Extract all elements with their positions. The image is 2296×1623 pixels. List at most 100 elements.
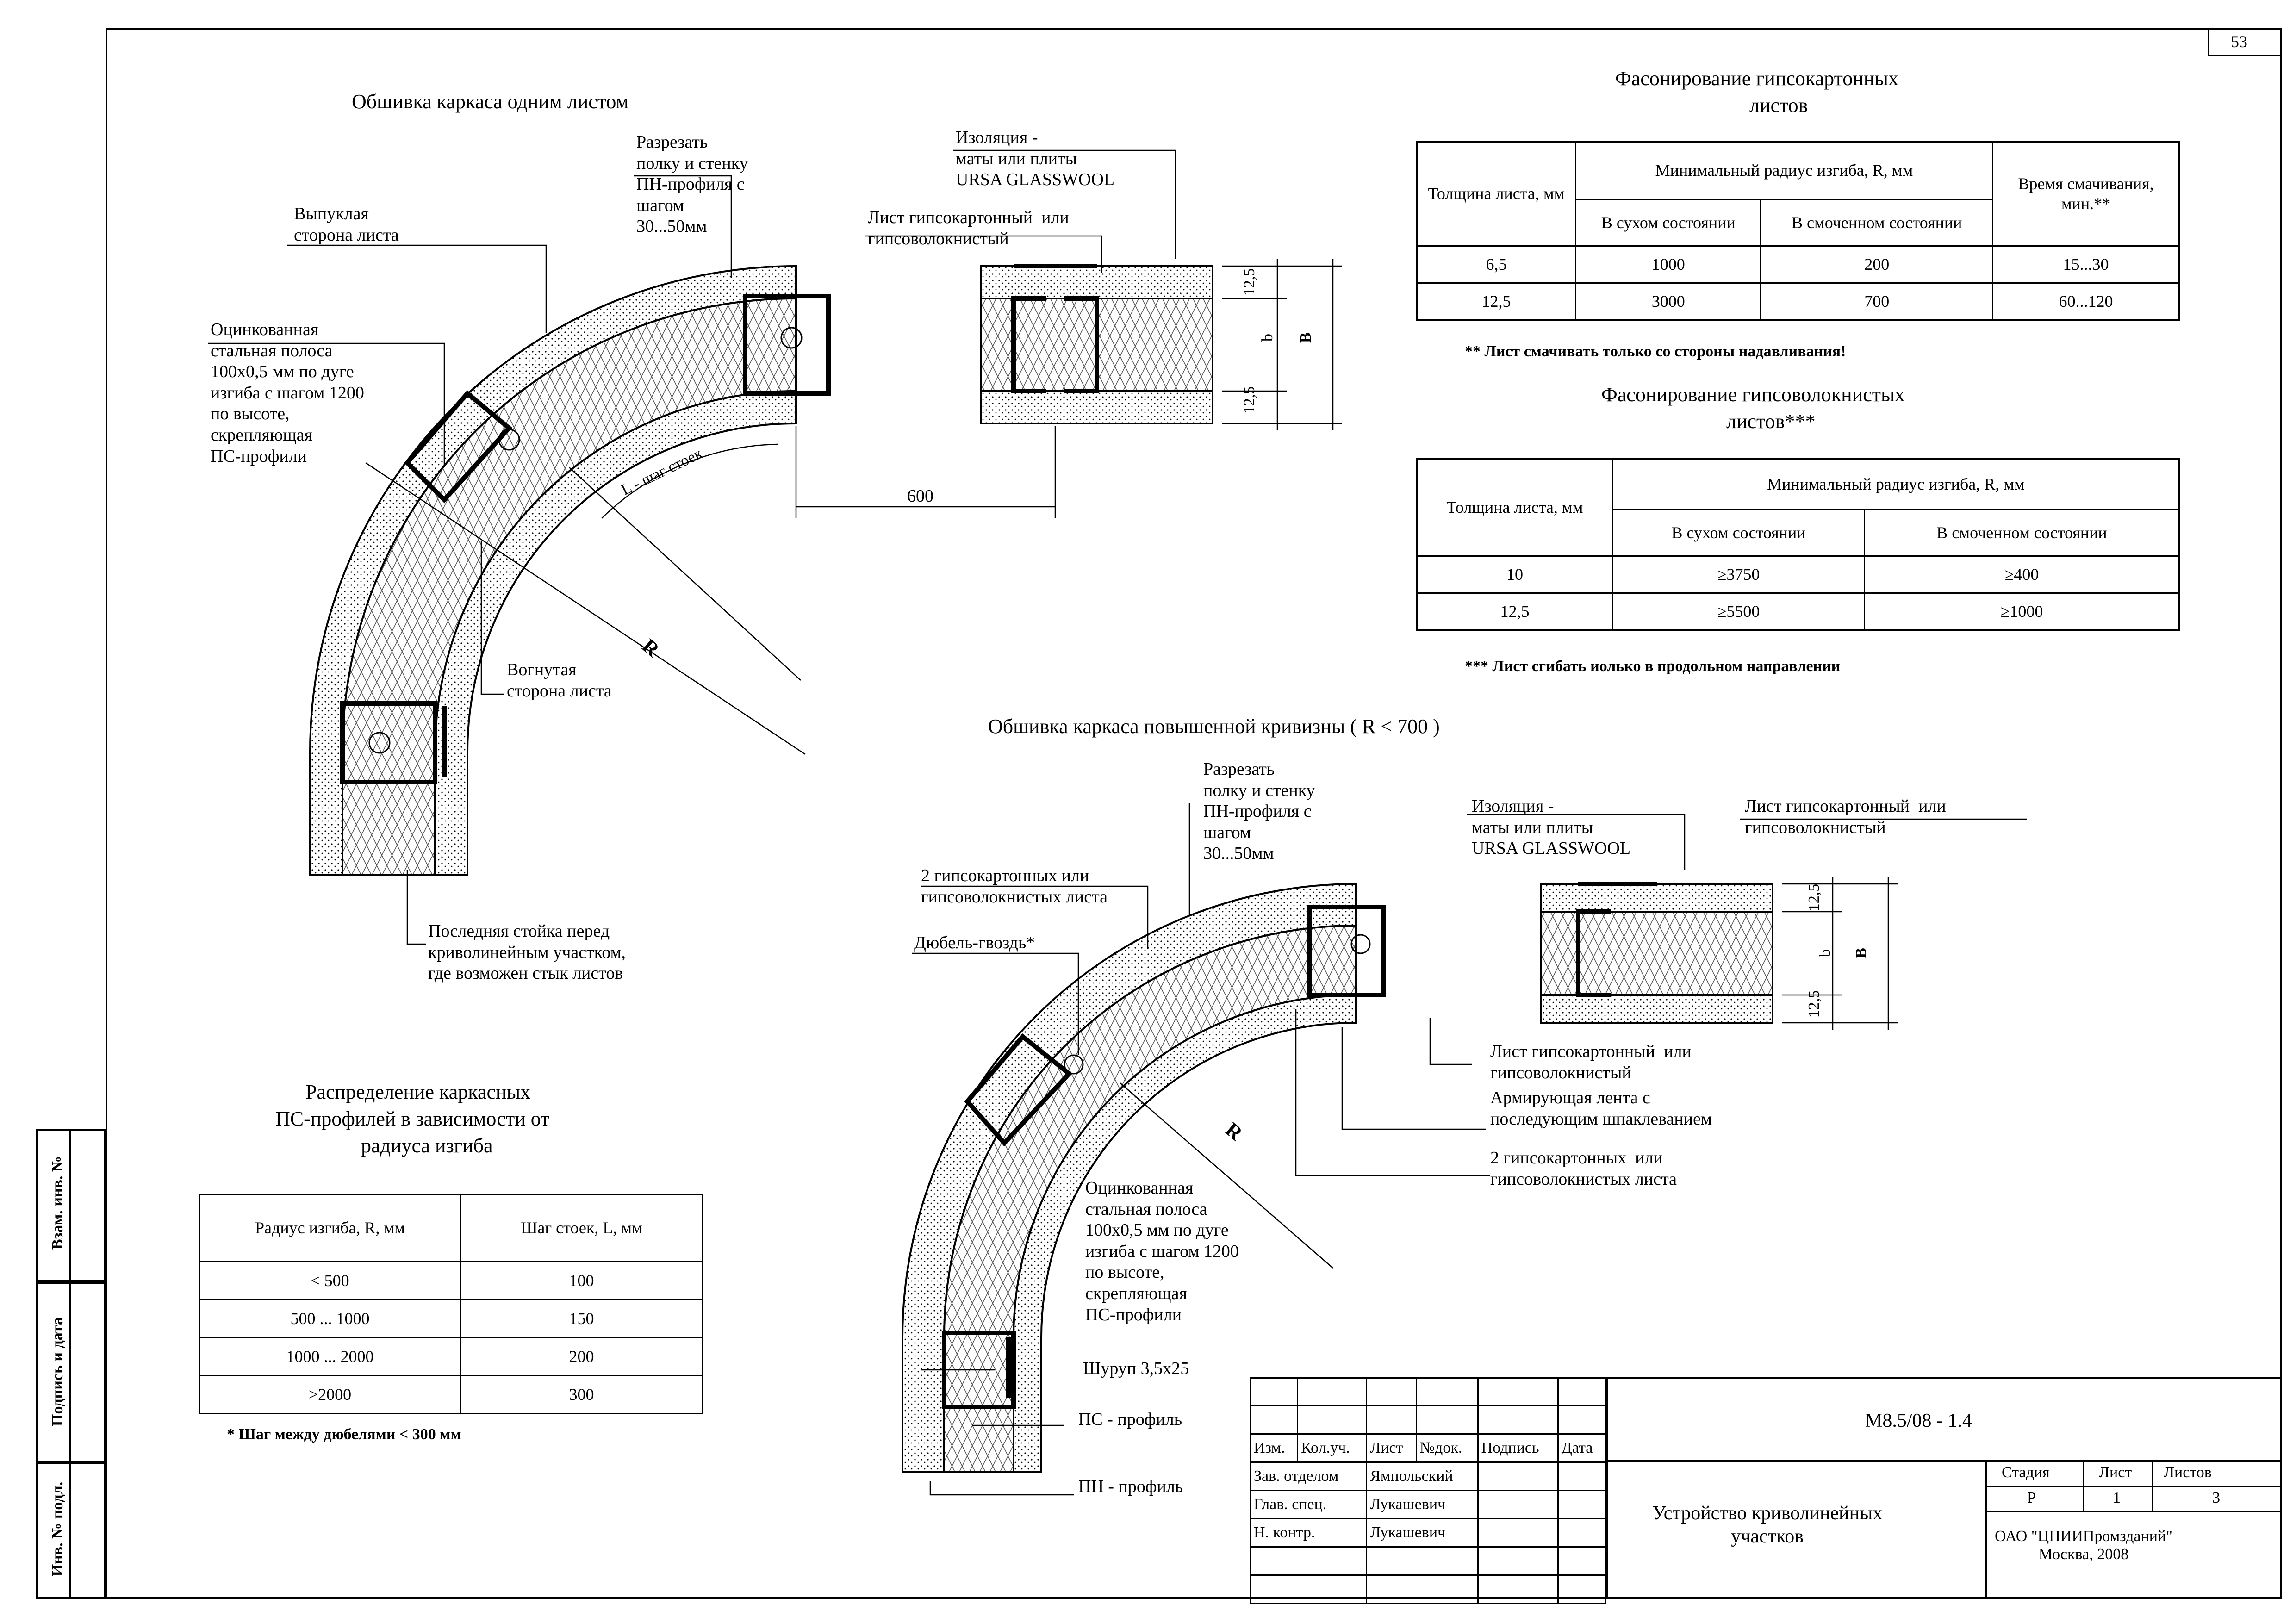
label-two-sheets: 2 гипсокартонных или гипсоволокнистых ли…: [921, 866, 1108, 907]
drawing-frame: [106, 28, 2282, 1599]
dim-B-bottom: B: [1852, 948, 1870, 958]
heading-gkl-line1: Фасонирование гипсокартонных: [1615, 67, 1898, 90]
tb-h-sheet: Лист: [2099, 1464, 2132, 1481]
tb-stage: Р: [2027, 1489, 2036, 1506]
gvl-h-min-radius: Минимальный радиус изгиба, R, мм: [1612, 458, 2180, 510]
tb-h-stage: Стадия: [2002, 1464, 2050, 1481]
cell: 200: [1760, 245, 1993, 284]
dist-note: * Шаг между дюбелями < 300 мм: [227, 1426, 461, 1443]
cell: 1000 ... 2000: [199, 1337, 461, 1376]
title-block-vline-stage2: [2152, 1460, 2153, 1511]
cell: 1000: [1574, 245, 1762, 284]
tb-r1-role: Зав. отделом: [1249, 1461, 1368, 1491]
heading-single-sheet: Обшивка каркаса одним листом: [352, 90, 629, 113]
label-sheet-mid: Лист гипсокартонный или гипсоволокнистый: [1490, 1042, 1692, 1082]
cell: 500 ... 1000: [199, 1299, 461, 1338]
gkl-h-dry: В сухом состоянии: [1574, 199, 1762, 247]
table-row: 12,5 3000 700 60...120: [1416, 282, 2180, 321]
tb-h-kol: Кол.уч.: [1297, 1433, 1368, 1463]
sheet-number: 53: [2231, 32, 2247, 51]
gkl-bending-table: Толщина листа, мм Минимальный радиус изг…: [1416, 141, 2180, 321]
top-curved-wall: [309, 265, 831, 876]
label-last-stud: Последняя стойка перед криволинейным уча…: [428, 921, 626, 983]
title-block-vline-right: [1985, 1460, 1987, 1599]
label-screw: Шуруп 3,5х25: [1083, 1359, 1189, 1378]
cell: 6,5: [1416, 245, 1576, 284]
tb-h-list: Лист: [1366, 1433, 1417, 1463]
label-ps-profile: ПС - профиль: [1078, 1410, 1182, 1429]
dim-12-5-a-top: 12,5: [1241, 268, 1258, 296]
heading-high-curvature: Обшивка каркаса повышенной кривизны ( R …: [988, 715, 1440, 738]
gvl-note: *** Лист сгибать иолько в продольном нап…: [1465, 658, 1841, 675]
label-insulation-bottom: Изоляция - маты или плиты URSA GLASSWOOL: [1472, 796, 1631, 858]
label-two-sheets-b: 2 гипсокартонных или гипсоволокнистых ли…: [1490, 1148, 1677, 1189]
heading-dist-line2: ПС-профилей в зависимости от: [275, 1107, 550, 1130]
heading-dist-line3: радиуса изгиба: [361, 1134, 493, 1157]
tb-r1-name: Ямпольский: [1366, 1461, 1479, 1491]
cell: 700: [1760, 282, 1993, 321]
label-pn-profile: ПН - профиль: [1078, 1477, 1183, 1496]
tb-sheets: 3: [2212, 1489, 2220, 1506]
gvl-h-dry: В сухом состоянии: [1612, 509, 1865, 557]
sheet-number-box: [2208, 28, 2282, 56]
cell: >2000: [199, 1375, 461, 1414]
title-block-hline-stage: [1985, 1486, 2282, 1487]
stud-distribution-table: Радиус изгиба, R, мм Шаг стоек, L, мм < …: [199, 1194, 703, 1414]
heading-gvl-line1: Фасонирование гипсоволокнистых: [1601, 383, 1905, 406]
cell: 150: [460, 1299, 703, 1338]
table-row: 12,5 ≥5500 ≥1000: [1416, 592, 2180, 631]
dim-12-5-b-top: 12,5: [1241, 386, 1258, 414]
label-insulation-top: Изоляция - маты или плиты URSA GLASSWOOL: [956, 128, 1115, 190]
gkl-note: ** Лист смачивать только со стороны нада…: [1465, 343, 1846, 360]
bottom-dimensions: [1120, 877, 1898, 1269]
title-block-signatures: Изм. Кол.уч. Лист №док. Подпись Дата Зав…: [1249, 1377, 1606, 1604]
cell: ≥1000: [1863, 592, 2180, 631]
bottom-straight-wall: [1540, 882, 1773, 1024]
title-block-hline-stage2: [1985, 1511, 2282, 1512]
tb-h-izm: Изм.: [1249, 1433, 1299, 1463]
tb-r3-name: Лукашевич: [1366, 1518, 1479, 1548]
dim-12-5-b-bottom: 12,5: [1805, 990, 1823, 1018]
label-sheet-top: Лист гипсокартонный или гипсоволокнистый: [868, 208, 1069, 249]
stamp-divider: [69, 1129, 71, 1599]
dim-B-top: B: [1297, 332, 1314, 343]
gvl-bending-table: Толщина листа, мм Минимальный радиус изг…: [1416, 458, 2180, 631]
table-row: 6,5 1000 200 15...30: [1416, 245, 2180, 284]
dim-b-top: b: [1258, 334, 1276, 342]
title-block-vline-main: [1606, 1377, 1608, 1599]
title-block-vline-stage1: [2083, 1460, 2084, 1511]
cell: ≥3750: [1612, 555, 1865, 594]
cell: ≥400: [1863, 555, 2180, 594]
label-steel-strip-top: Оцинкованная стальная полоса 100х0,5 мм …: [211, 320, 364, 466]
bottom-curved-wall: [902, 883, 1386, 1473]
heading-gkl-line2: листов: [1749, 94, 1808, 117]
gvl-h-wet: В смоченном состоянии: [1863, 509, 2180, 557]
top-leader-lines: [208, 149, 1176, 945]
tb-organization: ОАО "ЦНИИПромзданий" Москва, 2008: [1995, 1528, 2172, 1563]
label-dowel: Дюбель-гвоздь*: [914, 933, 1035, 952]
gvl-h-thickness: Толщина листа, мм: [1416, 458, 1613, 557]
top-dimensions: [365, 259, 1342, 755]
cell: 12,5: [1416, 592, 1613, 631]
cell: 60...120: [1992, 282, 2180, 321]
label-steel-strip-bottom: Оцинкованная стальная полоса 100х0,5 мм …: [1085, 1178, 1239, 1325]
label-concave-side: Вогнутая сторона листа: [507, 660, 612, 701]
tb-h-podp: Подпись: [1477, 1433, 1559, 1463]
gkl-h-thickness: Толщина листа, мм: [1416, 141, 1576, 247]
table-row: 10 ≥3750 ≥400: [1416, 555, 2180, 594]
dist-h-step: Шаг стоек, L, мм: [460, 1194, 703, 1262]
drawing-title: Устройство криволинейных участков: [1652, 1503, 1883, 1548]
label-convex-side: Выпуклая сторона листа: [294, 204, 399, 245]
bottom-leader-lines: [912, 803, 2027, 1496]
tb-r2-name: Лукашевич: [1366, 1490, 1479, 1519]
gkl-h-min-radius: Минимальный радиус изгиба, R, мм: [1575, 141, 1993, 200]
dim-12-5-a-bottom: 12,5: [1805, 883, 1823, 912]
cell: 300: [460, 1375, 703, 1414]
title-block-hline-code: [1606, 1460, 2282, 1462]
tb-r2-role: Глав. спец.: [1249, 1490, 1368, 1519]
